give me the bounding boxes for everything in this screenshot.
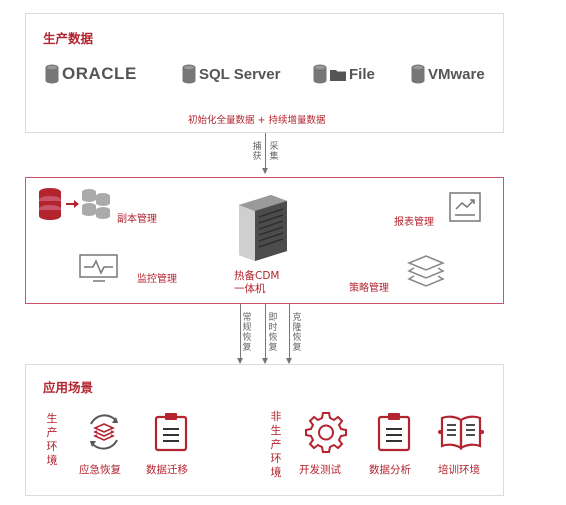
database-icon <box>313 64 327 84</box>
cdm-panel <box>25 177 504 304</box>
instant-recovery-arrow <box>262 304 268 364</box>
book-icon <box>438 415 484 450</box>
server-icon <box>239 195 287 261</box>
emergency-recovery-icon <box>90 414 118 450</box>
clipboard-icon <box>154 413 188 452</box>
dev-test-label: 开发测试 <box>299 464 341 476</box>
cdm-device-line2: 一体机 <box>234 283 266 295</box>
report-chart-icon <box>449 192 481 222</box>
file-label: File <box>349 65 375 83</box>
folder-icon <box>330 69 346 81</box>
replica-databases-icon <box>39 188 110 220</box>
production-env-label: 生产环境 <box>46 412 58 467</box>
clone-recovery-arrow <box>286 304 292 364</box>
data-migration-label: 数据迁移 <box>146 464 188 476</box>
capture-arrow <box>262 133 268 174</box>
clipboard-icon <box>377 413 411 452</box>
data-flow-subtitle: 初始化全量数据 + 持续增量数据 <box>188 115 326 126</box>
production-data-panel <box>25 13 504 133</box>
emergency-recovery-label: 应急恢复 <box>79 464 121 476</box>
nonproduction-env-label: 非生产环境 <box>270 410 282 479</box>
sqlserver-logo: SQL Server <box>182 64 280 84</box>
scenarios-title: 应用场景 <box>43 380 94 395</box>
scenarios-panel <box>25 364 504 496</box>
capture-label: 捕获 <box>252 142 262 162</box>
database-icon <box>411 64 425 84</box>
collect-label: 采集 <box>269 142 279 162</box>
cdm-device-line1: 热备CDM <box>234 270 280 282</box>
clone-recovery-label: 克隆恢复 <box>292 313 302 353</box>
regular-recovery-label: 常规恢复 <box>242 313 252 353</box>
oracle-logo: ORACLE <box>45 64 137 84</box>
training-env-label: 培训环境 <box>438 464 480 476</box>
cdm-device-label: 热备CDM 一体机 <box>234 270 279 296</box>
database-icon <box>182 64 196 84</box>
oracle-label: ORACLE <box>62 64 137 83</box>
layers-icon <box>407 255 445 287</box>
regular-recovery-arrow <box>237 304 243 364</box>
data-analysis-label: 数据分析 <box>369 464 411 476</box>
policy-management-label: 策略管理 <box>349 283 389 294</box>
production-data-title: 生产数据 <box>43 31 94 46</box>
gear-icon <box>305 412 347 453</box>
copy-management-label: 副本管理 <box>117 214 157 225</box>
instant-recovery-label: 即时恢复 <box>268 313 278 353</box>
sqlserver-label: SQL Server <box>199 65 281 83</box>
vmware-label: VMware <box>428 65 485 83</box>
file-logo: File <box>313 64 375 84</box>
vmware-logo: VMware <box>411 64 485 84</box>
report-management-label: 报表管理 <box>394 217 434 228</box>
monitor-icon <box>79 254 118 282</box>
database-icon <box>45 64 59 84</box>
monitor-management-label: 监控管理 <box>137 274 177 285</box>
